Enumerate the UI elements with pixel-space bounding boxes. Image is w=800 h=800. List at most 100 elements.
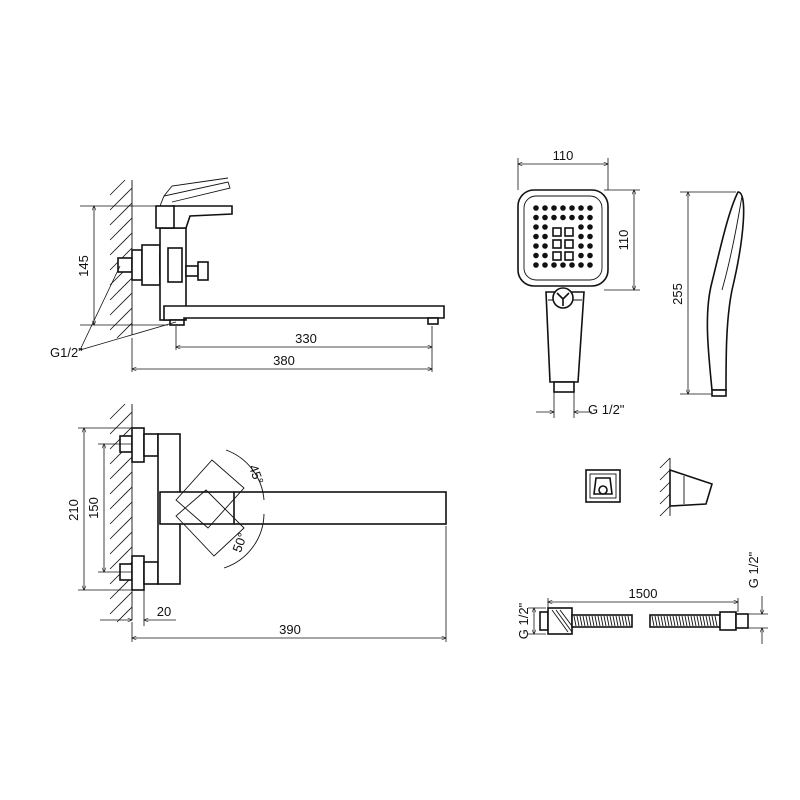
hose-coil-line (624, 615, 628, 627)
hose-coil-line (657, 615, 661, 627)
dim-inlet-spacing: 150 (86, 497, 101, 519)
hose-coil-line (600, 615, 604, 627)
nozzle-dot (533, 205, 539, 211)
nozzle-dot (533, 252, 539, 259)
nozzle-dot (587, 243, 593, 249)
hose-coil-line (585, 615, 589, 627)
hose-coil-line (702, 615, 706, 627)
nozzle-dot (542, 262, 548, 268)
nozzle-dot (560, 205, 566, 211)
hose-coil-line (672, 615, 676, 627)
hose-coil-line (687, 615, 691, 627)
dim-hose-length: 1500 (629, 586, 658, 601)
shower-head-front: 110 110 G 1/2" (517, 148, 640, 418)
nozzle-dot (533, 224, 539, 230)
nozzle-dot (551, 205, 557, 211)
nozzle-dot (578, 205, 584, 211)
dim-head-width: 110 (553, 148, 574, 163)
label-handle-thread: G 1/2" (588, 402, 625, 417)
hose-coil-line (708, 615, 712, 627)
hose-coil-line (675, 615, 679, 627)
nozzle-dot (587, 252, 593, 259)
hose-coils (651, 615, 718, 627)
hose-coil-line (705, 615, 709, 627)
hose-coil-line (597, 615, 601, 627)
faucet-side-view: 145 G1/2" 330 380 (50, 177, 445, 372)
hose-coil-line (591, 615, 595, 627)
hose-coil-line (651, 615, 655, 627)
nozzle-dot (578, 252, 584, 259)
nozzle-dot (542, 252, 548, 259)
dim-wall-offset: 20 (157, 604, 171, 619)
hose-coil-line (627, 615, 631, 627)
nozzle-dot (560, 262, 566, 268)
label-side-thread: G1/2" (50, 345, 83, 360)
hose-coil-line (606, 615, 610, 627)
dim-side-height: 145 (76, 255, 91, 277)
nozzle-dot (542, 233, 548, 240)
wall-holder-front (585, 469, 621, 503)
hose-coil-line (714, 615, 718, 627)
shower-hose: 1500 G 1/2" G 1/2" (516, 551, 768, 644)
hose-coil-line (615, 615, 619, 627)
hose-coil-line (576, 615, 580, 627)
nozzle-grid (533, 205, 593, 268)
faucet-top-view: 45° 50° 210 150 20 390 (66, 403, 447, 642)
nozzle-dot (533, 233, 539, 240)
hose-coil-line (573, 615, 577, 627)
nozzle-dot (578, 224, 584, 230)
hose-coils (573, 615, 631, 627)
dim-head-height: 110 (616, 230, 631, 251)
hose-coil-line (669, 615, 673, 627)
dim-side-total: 380 (273, 353, 295, 368)
nozzle-dot (533, 243, 539, 249)
dim-handle-length: 255 (670, 283, 685, 305)
hose-coil-line (579, 615, 583, 627)
nozzle-dot (533, 214, 539, 221)
nozzle-dot (551, 214, 557, 221)
nozzle-dot (578, 262, 584, 268)
hose-coil-line (609, 615, 613, 627)
nozzle-dot (569, 262, 575, 268)
nozzle-dot (569, 214, 575, 221)
hose-coil-line (666, 615, 670, 627)
dim-spout-reach: 330 (295, 331, 317, 346)
label-angle-45: 45° (246, 463, 267, 487)
hose-coil-line (588, 615, 592, 627)
wall-holder-side (659, 457, 713, 517)
nozzle-dot (533, 262, 539, 268)
hose-coil-line (618, 615, 622, 627)
hose-coil-line (696, 615, 700, 627)
label-hose-thread-left: G 1/2" (516, 602, 531, 639)
nozzle-dot (542, 224, 548, 230)
hose-coil-line (699, 615, 703, 627)
nozzle-dot (578, 214, 584, 221)
nozzle-dot (587, 262, 593, 268)
hose-coil-line (711, 615, 715, 627)
hose-coil-line (663, 615, 667, 627)
hose-coil-line (678, 615, 682, 627)
hose-coil-line (603, 615, 607, 627)
hose-coil-line (621, 615, 625, 627)
hose-coil-line (693, 615, 697, 627)
hose-coil-line (690, 615, 694, 627)
nozzle-dot (542, 214, 548, 221)
nozzle-dot (542, 205, 548, 211)
nozzle-dot (578, 243, 584, 249)
nozzle-dot (560, 214, 566, 221)
dim-top-height: 210 (66, 499, 81, 521)
nozzle-dot (587, 214, 593, 221)
hose-coil-line (582, 615, 586, 627)
hose-coil-line (681, 615, 685, 627)
nozzle-dot (569, 205, 575, 211)
dim-top-total: 390 (279, 622, 301, 637)
hose-coil-line (594, 615, 598, 627)
nozzle-dot (578, 233, 584, 240)
nozzle-dot (551, 262, 557, 268)
shower-head-side: 255 (670, 191, 745, 397)
hose-coil-line (654, 615, 658, 627)
nozzle-dot (587, 205, 593, 211)
label-hose-thread-right: G 1/2" (746, 551, 761, 588)
nozzle-dot (542, 243, 548, 249)
